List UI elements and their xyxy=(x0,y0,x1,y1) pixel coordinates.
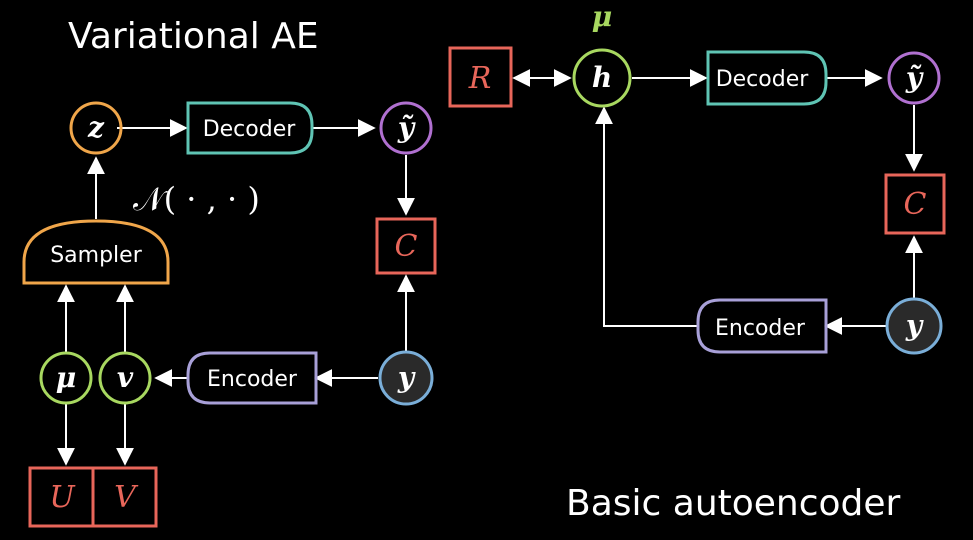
v-box: V xyxy=(91,466,158,528)
r-label: R xyxy=(468,61,492,96)
vae-decoder-label: Decoder xyxy=(203,117,297,142)
vae-mu-node: μ xyxy=(39,351,93,405)
vae-c-box: C xyxy=(375,217,437,275)
vae-encoder-box: Encoder xyxy=(186,351,318,405)
basic-decoder-label: Decoder xyxy=(716,67,810,92)
vae-v-label: v xyxy=(117,361,134,394)
basic-mu-label: μ xyxy=(592,0,613,33)
vae-y-node: y xyxy=(378,350,434,406)
vae-ytilde-label: ỹ xyxy=(397,111,416,144)
arrow-encoder-to-h xyxy=(595,106,698,327)
basic-ytilde-label: ỹ xyxy=(905,61,924,94)
vae-y-label: y xyxy=(397,361,416,394)
basic-y-node: y xyxy=(885,297,943,355)
basic-c-box: C xyxy=(884,173,946,235)
u-label: U xyxy=(49,480,76,515)
basic-y-label: y xyxy=(905,309,924,342)
basic-encoder-label: Encoder xyxy=(715,316,806,341)
z-label: z xyxy=(87,111,105,144)
z-node: z xyxy=(69,101,123,155)
h-node: h xyxy=(572,48,632,108)
u-box: U xyxy=(28,466,95,528)
vae-c-label: C xyxy=(395,229,418,264)
vae-title: Variational AE xyxy=(68,16,319,57)
basic-encoder-box: Encoder xyxy=(696,298,828,354)
normal-label-text: 𝒩( · , · ) xyxy=(133,180,260,218)
basic-decoder-box: Decoder xyxy=(706,50,828,106)
vae-mu-label: μ xyxy=(56,361,77,394)
vae-decoder-box: Decoder xyxy=(186,101,314,155)
sampler-label: Sampler xyxy=(50,243,142,268)
v-box-label: V xyxy=(114,480,139,515)
vae-encoder-label: Encoder xyxy=(207,367,298,392)
vae-v-node: v xyxy=(98,351,152,405)
basic-c-label: C xyxy=(904,187,927,222)
basic-autoencoder-title: Basic autoencoder xyxy=(566,483,901,524)
sampler-box: Sampler xyxy=(22,219,170,285)
vae-ytilde-node: ỹ xyxy=(379,101,433,155)
r-box: R xyxy=(448,46,513,108)
basic-ytilde-node: ỹ xyxy=(887,51,941,105)
h-label: h xyxy=(592,61,612,94)
